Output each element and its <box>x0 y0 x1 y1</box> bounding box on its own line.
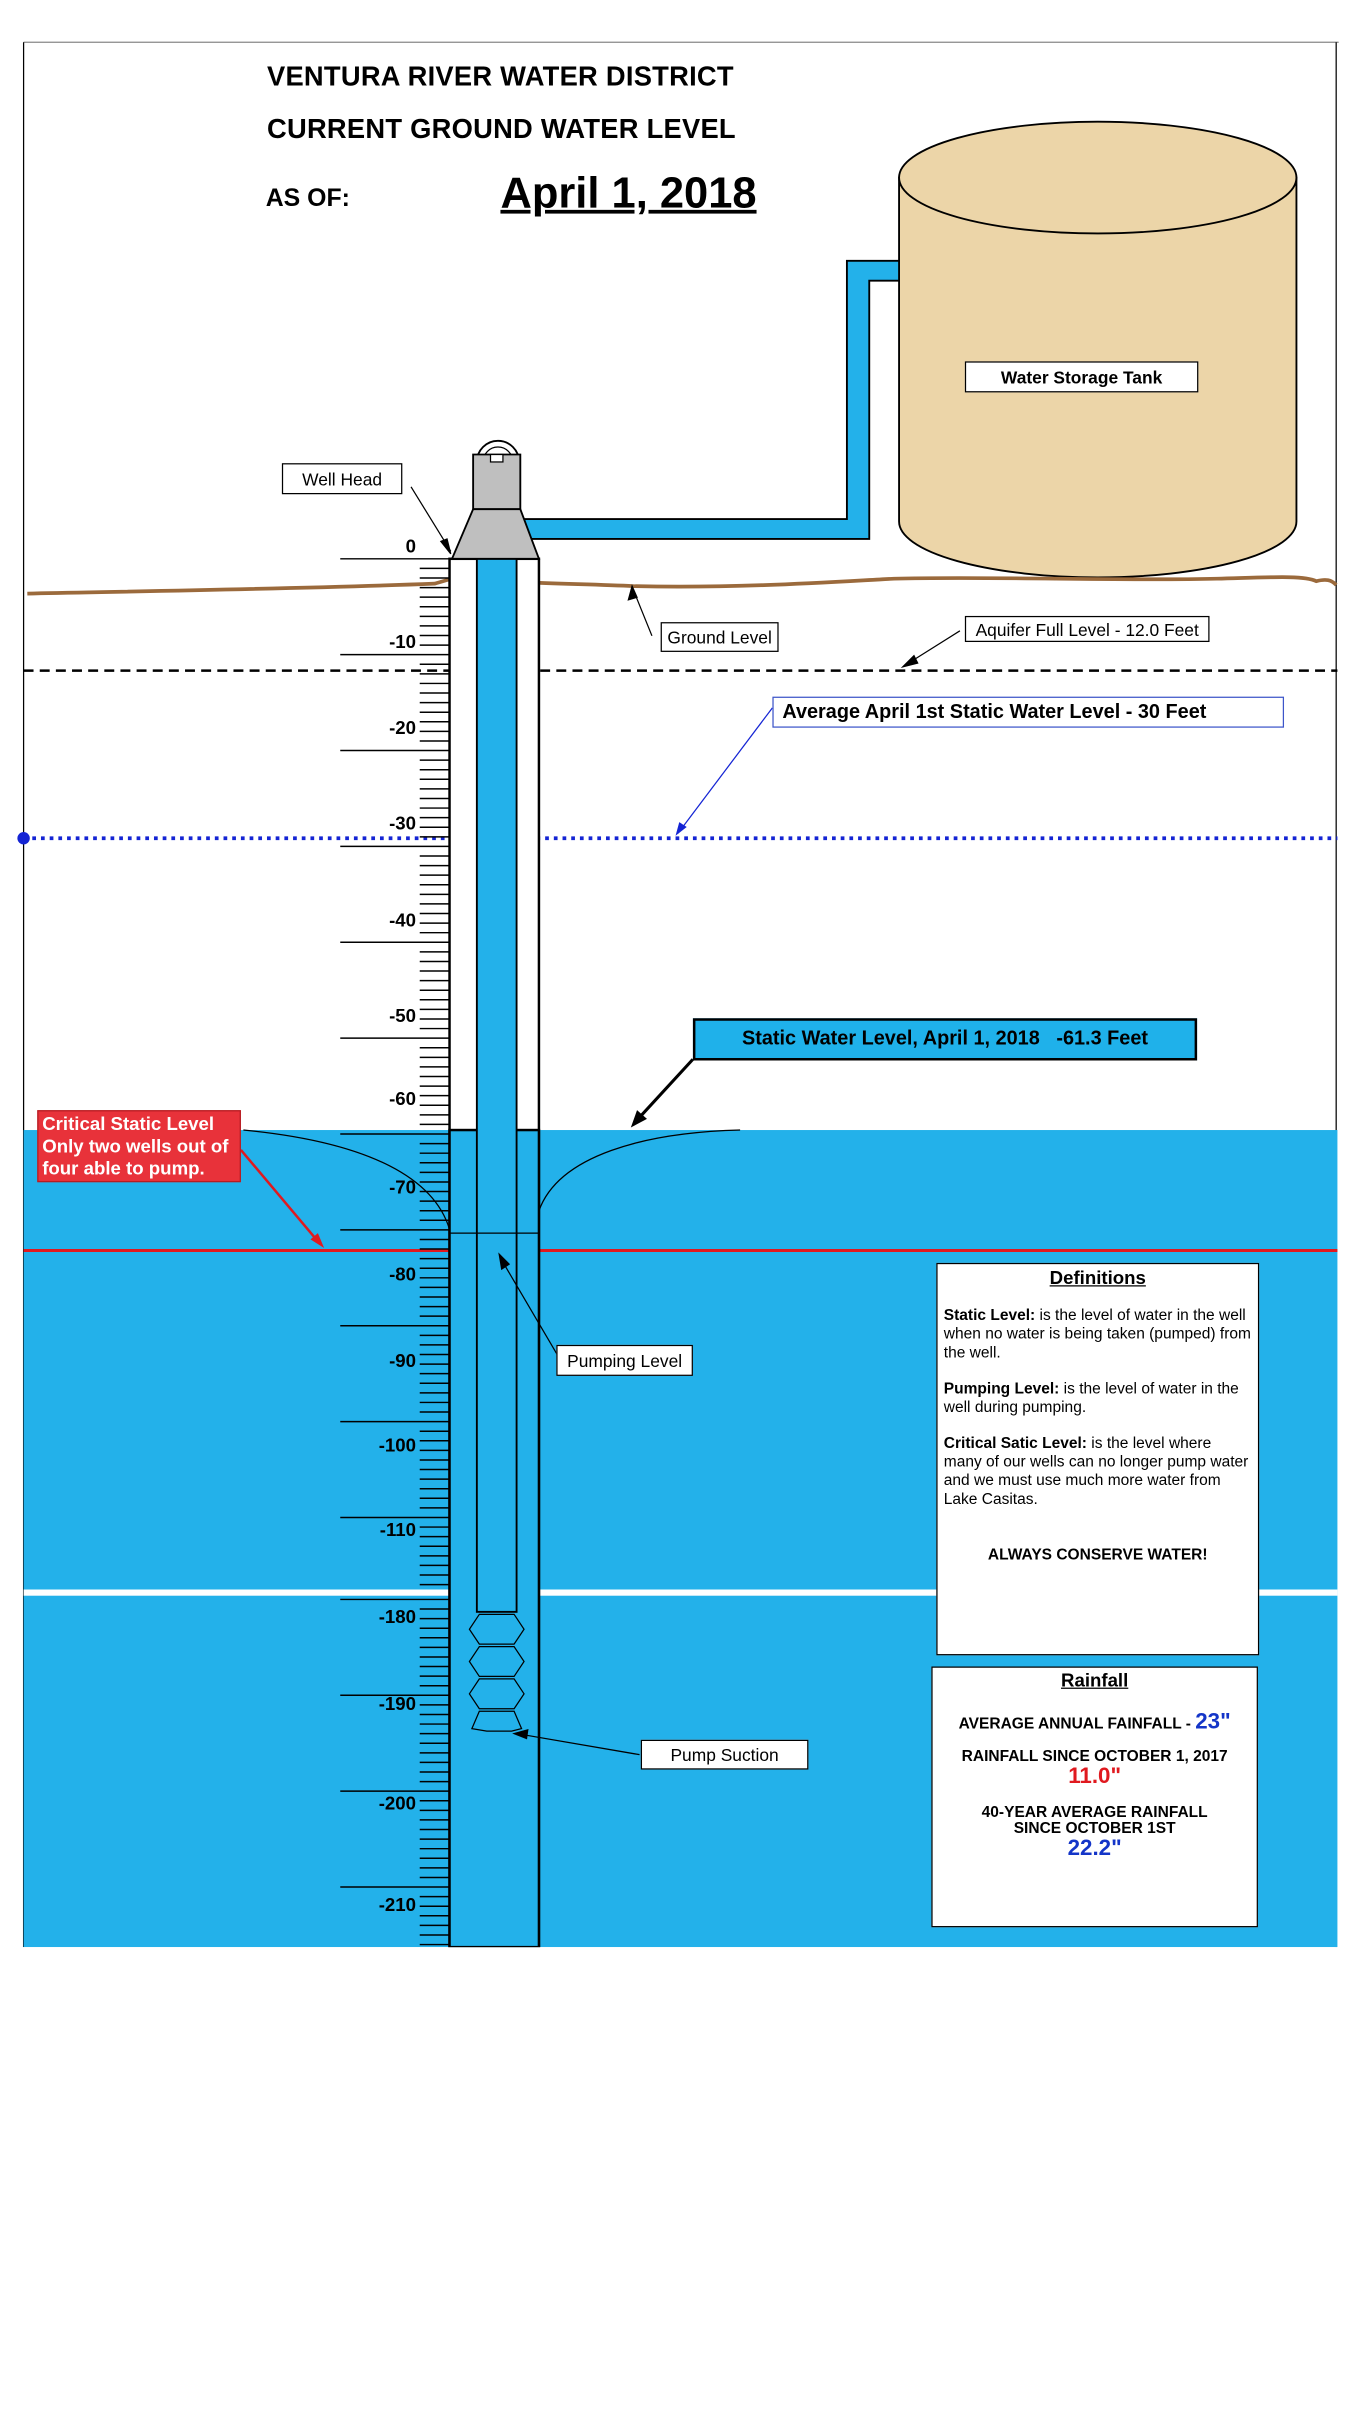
scale-label: -80 <box>389 1264 417 1286</box>
as-of-label: AS OF: <box>265 185 350 213</box>
pump-bowls <box>468 1613 525 1732</box>
water-storage-tank-label: Water Storage Tank <box>964 361 1199 393</box>
definition-term: Pumping Level: <box>943 1379 1060 1398</box>
definition-text: is the level where many of our wells can… <box>943 1434 1249 1508</box>
definition-static: Static Level: is the level of water in t… <box>944 1306 1252 1362</box>
scale-label: -210 <box>378 1894 417 1917</box>
avg-annual-value: 23" <box>1195 1708 1231 1734</box>
pump-suction-label: Pump Suction <box>640 1739 809 1770</box>
definition-pumping: Pumping Level: is the level of water in … <box>944 1380 1252 1417</box>
forty-year-label-2: SINCE OCTOBER 1ST <box>1013 1819 1176 1837</box>
as-of-date: April 1, 2018 <box>500 168 757 218</box>
scale-break <box>23 1589 1338 1596</box>
since-oct-value: 11.0" <box>1068 1763 1122 1789</box>
pumping-level-arrow <box>499 1257 560 1358</box>
definition-text: is the level of water in the well during… <box>943 1379 1239 1416</box>
pump-suction-arrow <box>516 1732 640 1756</box>
since-oct-label: RAINFALL SINCE OCTOBER 1, 2017 <box>961 1747 1228 1765</box>
definitions-box: Definitions Static Level: is the level o… <box>936 1262 1260 1656</box>
scale-label: -200 <box>378 1793 417 1815</box>
forty-year-value: 22.2" <box>1067 1835 1122 1861</box>
scale-label: -60 <box>389 1089 417 1111</box>
scale-label: 0 <box>405 536 417 558</box>
critical-arrow <box>239 1149 322 1246</box>
pump-column <box>475 557 518 1613</box>
definition-critical: Critical Satic Level: is the level where… <box>944 1434 1252 1509</box>
conserve-note: ALWAYS CONSERVE WATER! <box>987 1546 1208 1564</box>
critical-static-label: Critical Static Level Only two wells out… <box>37 1110 241 1183</box>
scale-label: -30 <box>389 813 417 835</box>
average-static-arrow <box>677 707 773 834</box>
avg-annual-label: AVERAGE ANNUAL FAINFALL - <box>958 1714 1191 1733</box>
scale-label: -10 <box>389 632 417 654</box>
well-head <box>450 439 541 560</box>
depth-scale <box>340 558 450 1946</box>
drawdown-curve-right <box>538 1129 741 1211</box>
water-storage-tank <box>898 120 1298 579</box>
supply-pipe <box>520 259 900 540</box>
aquifer-full-label: Aquifer Full Level - 12.0 Feet <box>964 615 1210 643</box>
scale-label: -70 <box>389 1177 417 1199</box>
scale-label: -180 <box>378 1606 417 1628</box>
definitions-title: Definitions <box>1049 1267 1146 1289</box>
average-static-label: Average April 1st Static Water Level - 3… <box>772 696 1285 728</box>
forty-year-label-1: 40-YEAR AVERAGE RAINFALL <box>981 1803 1208 1821</box>
ground-level-line <box>27 574 1338 596</box>
static-water-level-label: Static Water Level, April 1, 2018 -61.3 … <box>692 1018 1198 1061</box>
definition-term: Static Level: <box>943 1306 1036 1324</box>
ground-level-label: Ground Level <box>660 622 779 652</box>
scale-label: -100 <box>378 1435 417 1457</box>
title-line2: CURRENT GROUND WATER LEVEL <box>266 113 736 145</box>
rainfall-title: Rainfall <box>1061 1670 1129 1692</box>
definition-term: Critical Satic Level: <box>943 1434 1087 1452</box>
pumping-level-label: Pumping Level <box>556 1344 693 1376</box>
scale-label: -50 <box>389 1005 417 1027</box>
definition-text: is the level of water in the well when n… <box>943 1306 1251 1362</box>
average-static-marker <box>17 832 30 845</box>
rainfall-box: Rainfall AVERAGE ANNUAL FAINFALL - 23" R… <box>931 1666 1258 1928</box>
title-line1: VENTURA RIVER WATER DISTRICT <box>266 60 734 92</box>
scale-label: -90 <box>389 1351 417 1373</box>
scale-label: -190 <box>378 1693 417 1715</box>
static-level-arrow <box>635 1058 695 1122</box>
well-head-label: Well Head <box>281 463 403 495</box>
scale-label: -110 <box>379 1519 417 1542</box>
scale-label: -20 <box>389 717 417 739</box>
scale-label: -40 <box>389 910 417 932</box>
